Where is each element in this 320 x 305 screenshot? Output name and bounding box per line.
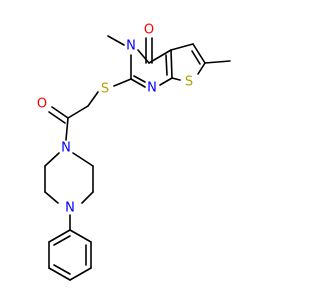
- bond-ph-1: [69, 229, 92, 243]
- atom-sulfur-thiophene: S: [185, 75, 193, 90]
- bond-ph-6: [48, 229, 71, 243]
- bond-n1-c2: [130, 78, 146, 88]
- bond-co-o-b: [48, 111, 66, 124]
- bond-c7a-n1: [159, 77, 173, 86]
- bond-s-c7a: [171, 77, 181, 81]
- bond-ph-4: [48, 267, 71, 281]
- bond-c5-c6-inner: [191, 50, 201, 65]
- bond-c6-methyl: [204, 60, 231, 64]
- bonds: [44, 35, 231, 281]
- atom-piperazine-n-aryl: N: [65, 201, 75, 216]
- bond-ph-3: [69, 267, 92, 281]
- bond-c4a-c5: [170, 43, 194, 51]
- bond-ph-4-inner: [53, 264, 71, 275]
- bond-co-o-a: [51, 106, 69, 119]
- chemical-structure-canvas: O N N S S O N N: [37, 23, 231, 281]
- bond-n3-c4: [137, 49, 150, 64]
- chemical-structure: O N N S S O N N: [37, 23, 231, 281]
- bond-ch2-co: [67, 105, 89, 119]
- bond-n3-methyl: [107, 35, 125, 46]
- atom-n1: N: [147, 81, 157, 96]
- bond-co-n: [65, 117, 69, 141]
- bond-s-ch2: [87, 91, 99, 107]
- atom-piperazine-n-acyl: N: [61, 141, 71, 156]
- bond-ph-6-inner: [53, 235, 71, 246]
- bond-pip-3: [81, 191, 94, 204]
- bond-c4a-c7a-inner: [165, 54, 168, 76]
- atom-labels: O N N S S O N N: [37, 23, 193, 216]
- bond-pip-1: [72, 152, 94, 167]
- bond-c6-s: [197, 62, 206, 75]
- atom-sulfur-thioether: S: [101, 82, 109, 97]
- bond-c2-s: [113, 78, 132, 87]
- bond-c4a-c7a: [170, 49, 173, 79]
- bond-n1-c2-inner: [133, 75, 146, 83]
- atom-n3: N: [126, 39, 136, 54]
- bond-pip-4: [44, 191, 59, 204]
- bond-c5-c6: [192, 43, 206, 64]
- bond-pip-6: [44, 152, 60, 167]
- atom-oxygen-ring: O: [144, 23, 154, 38]
- atom-oxygen-chain: O: [37, 97, 47, 112]
